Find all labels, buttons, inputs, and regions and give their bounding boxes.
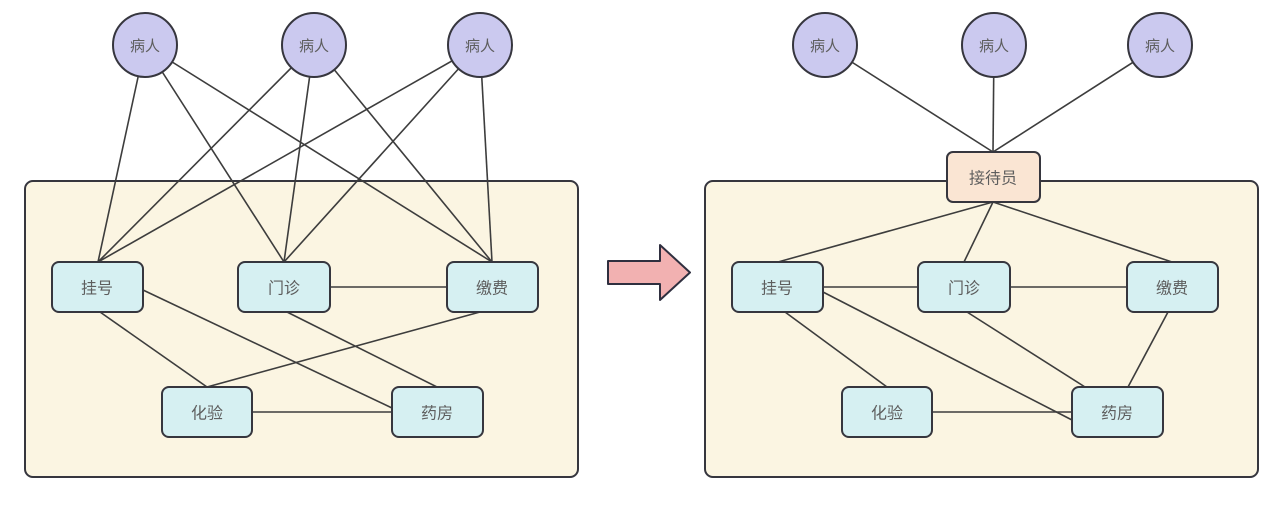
edge-p1-registration <box>97 44 146 263</box>
patient-node <box>961 12 1027 78</box>
edge-p1-payment <box>144 44 493 263</box>
patient-label: 病人 <box>1145 37 1175 55</box>
lab-label: 化验 <box>871 404 903 423</box>
lab-node <box>161 386 253 438</box>
edge-p3-clinic <box>283 44 481 263</box>
edge-p1-clinic <box>144 44 285 263</box>
receptionist-node <box>946 151 1041 203</box>
pharmacy-label: 药房 <box>421 404 453 423</box>
patient-node <box>1127 12 1193 78</box>
edge-p3-receptionist <box>992 44 1161 153</box>
lab-label: 化验 <box>191 404 223 423</box>
edge-payment-pharmacy <box>1127 311 1169 388</box>
edge-p3-registration <box>97 44 481 263</box>
patient-node <box>447 12 513 78</box>
hospital-container-left <box>24 180 579 478</box>
patient-label: 病人 <box>299 37 329 55</box>
patient-node <box>792 12 858 78</box>
patient-label: 病人 <box>810 37 840 55</box>
right-arrow-icon <box>607 244 691 301</box>
edge-receptionist-registration <box>777 201 994 263</box>
clinic-label: 门诊 <box>948 279 980 298</box>
edge-p1-receptionist <box>824 44 994 153</box>
left-panel: 病人 病人 病人 挂号 门诊 缴费 化验 药房 <box>24 12 579 478</box>
clinic-label: 门诊 <box>268 279 300 298</box>
receptionist-label: 接待员 <box>969 169 1017 188</box>
payment-label: 缴费 <box>476 279 508 298</box>
patient-node <box>112 12 178 78</box>
patient-label: 病人 <box>979 37 1009 55</box>
edge-registration-pharmacy <box>142 289 393 409</box>
edge-p2-registration <box>97 44 315 263</box>
edge-p2-clinic <box>283 44 315 263</box>
edge-clinic-pharmacy <box>286 311 438 388</box>
patient-label: 病人 <box>465 37 495 55</box>
edge-receptionist-clinic <box>963 201 994 263</box>
edge-clinic-pharmacy <box>966 311 1086 388</box>
pharmacy-node <box>1071 386 1164 438</box>
clinic-node <box>237 261 331 313</box>
edge-payment-lab <box>206 311 481 388</box>
edge-registration-pharmacy <box>822 291 1073 421</box>
edge-registration-lab <box>99 311 208 388</box>
payment-label: 缴费 <box>1156 279 1188 298</box>
clinic-node <box>917 261 1011 313</box>
registration-node <box>51 261 144 313</box>
payment-node <box>446 261 539 313</box>
registration-label: 挂号 <box>761 279 793 298</box>
payment-node <box>1126 261 1219 313</box>
registration-node <box>731 261 824 313</box>
pharmacy-node <box>391 386 484 438</box>
edge-receptionist-payment <box>992 201 1173 263</box>
patient-node <box>281 12 347 78</box>
patient-label: 病人 <box>130 37 160 55</box>
lab-node <box>841 386 933 438</box>
right-panel: 病人 病人 病人 接待员 挂号 门诊 缴费 化验 药房 <box>704 12 1259 478</box>
registration-label: 挂号 <box>81 279 113 298</box>
edge-registration-lab <box>784 311 888 388</box>
edge-p3-payment <box>479 44 493 263</box>
pharmacy-label: 药房 <box>1101 404 1133 423</box>
edge-p2-payment <box>313 44 493 263</box>
